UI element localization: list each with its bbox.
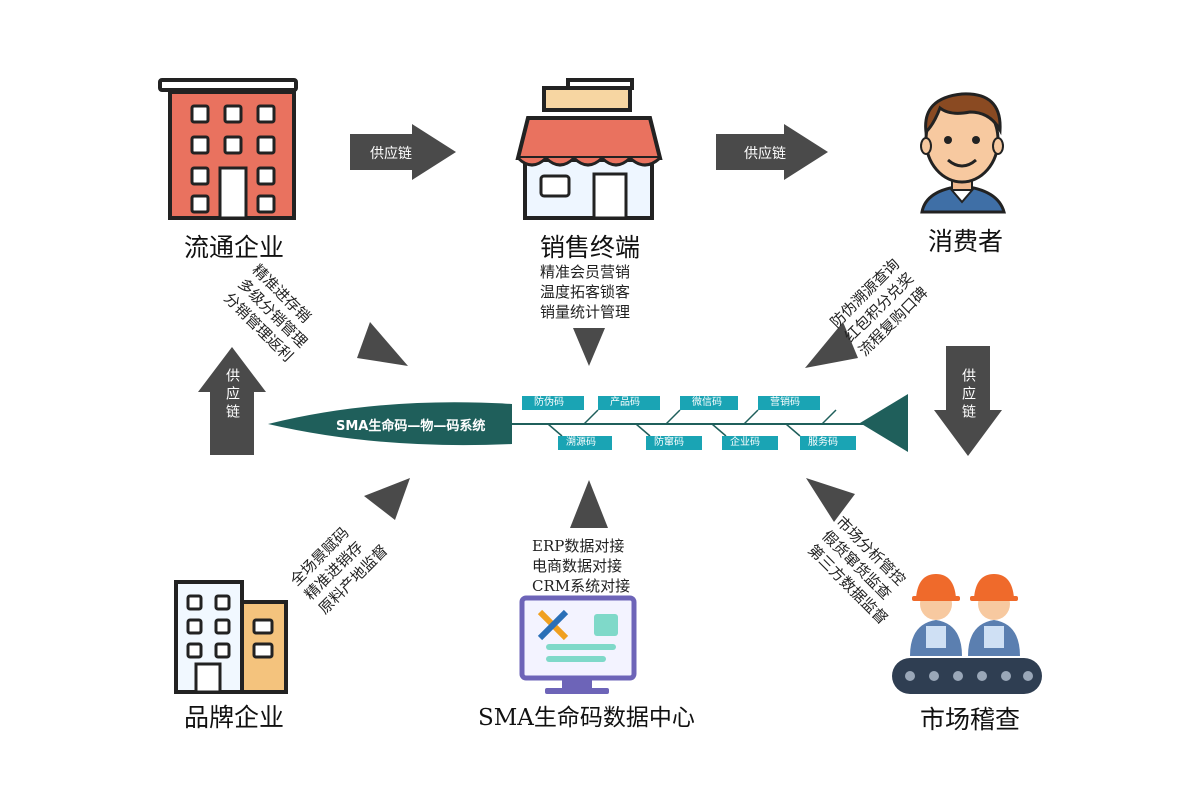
code-chip-backgrounds [522, 396, 856, 450]
store-icon [515, 78, 663, 220]
arrow-head-retail [573, 328, 605, 366]
code-label-bottom-2: 企业码 [730, 437, 760, 448]
system-arrow-body [268, 402, 512, 446]
feature-item: ERP数据对接 [532, 537, 625, 555]
features-datacenter: ERP数据对接 电商数据对接 CRM系统对接 [532, 536, 630, 596]
system-bones [547, 409, 837, 437]
arrow-head-datacenter [570, 480, 608, 528]
supply-chain-arrow-1 [350, 124, 456, 180]
label-retail: 销售终端 [540, 233, 641, 262]
inspectors-icon [892, 574, 1042, 694]
arrow-head-consumer [805, 322, 858, 368]
code-label-top-2: 微信码 [692, 397, 722, 408]
code-label-top-3: 营销码 [770, 397, 800, 408]
feature-item: 精准会员营销 [540, 263, 631, 281]
label-inspection: 市场稽查 [920, 705, 1021, 734]
code-label-bottom-0: 溯源码 [566, 437, 596, 448]
label-consumer: 消费者 [928, 227, 1004, 256]
supply-chain-arrow-up [198, 347, 266, 455]
arrow-head-brand [364, 478, 410, 520]
code-label-top-1: 产品码 [610, 397, 640, 408]
label-datacenter: SMA生命码数据中心 [478, 705, 695, 731]
code-label-bottom-1: 防窜码 [654, 437, 684, 448]
code-label-top-0: 防伪码 [534, 397, 564, 408]
arrow-text-supply-chain-1: 供应链 [370, 146, 412, 162]
building-blue-icon [174, 580, 288, 694]
feature-item: 电商数据对接 [532, 557, 623, 575]
system-arrow-tail [860, 394, 908, 452]
supply-chain-arrow-down [934, 346, 1002, 456]
feature-item: CRM系统对接 [532, 577, 631, 595]
code-label-bottom-3: 服务码 [808, 437, 838, 448]
monitor-icon [519, 595, 637, 694]
supply-chain-arrow-2 [716, 124, 828, 180]
features-retail: 精准会员营销 温度拓客锁客 销量统计管理 [540, 262, 630, 322]
arrow-text-supply-chain-left: 供应链 [224, 368, 240, 422]
building-red-icon [158, 78, 298, 220]
arrow-head-inspection [806, 478, 855, 522]
arrow-text-supply-chain-2: 供应链 [744, 146, 786, 162]
consumer-avatar-icon [920, 92, 1006, 214]
label-distribution: 流通企业 [184, 233, 285, 262]
label-brand: 品牌企业 [184, 703, 285, 732]
arrow-text-supply-chain-right: 供应链 [960, 368, 976, 422]
feature-item: 温度拓客锁客 [540, 283, 631, 301]
arrow-head-distribution [357, 322, 408, 366]
feature-item: 销量统计管理 [540, 303, 631, 321]
system-title: SMA生命码—物—码系统 [336, 419, 486, 434]
